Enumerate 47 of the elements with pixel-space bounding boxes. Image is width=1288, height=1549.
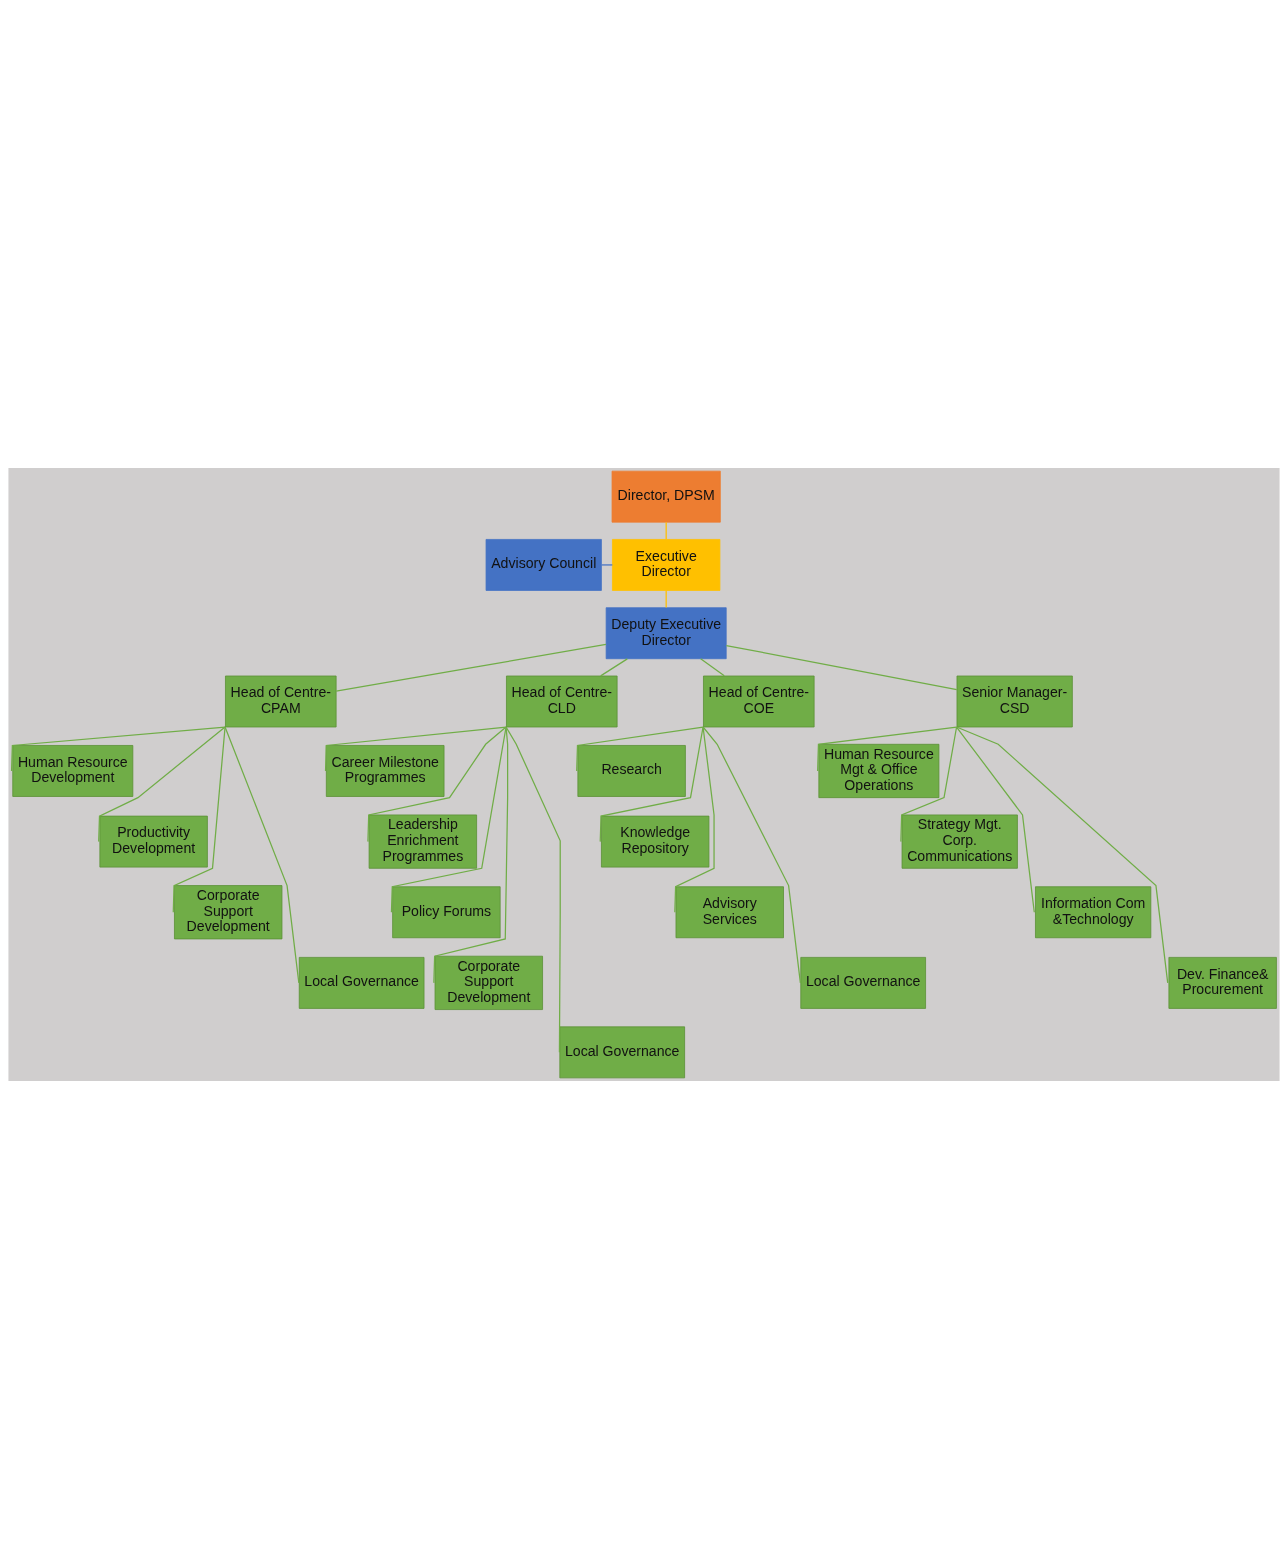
node-box: Advisory Council [485,539,602,591]
node-box: Executive Director [612,539,721,591]
connector [98,726,226,843]
connector [10,726,226,772]
node-box: Productivity Development [99,815,208,868]
connector [817,726,958,772]
connector [172,726,226,913]
node-box: Human Resource Development [12,745,134,797]
connector [702,726,801,984]
node-box: Local Governance [800,957,926,1009]
connector [955,726,1035,913]
connector [700,658,725,677]
connector [335,643,607,692]
node-box: Policy Forums [392,886,501,939]
connector [576,726,704,772]
connector [599,726,704,843]
node-box: Corporate Support Development [174,885,283,940]
node-box: Head of Centre- CPAM [225,675,337,728]
connector [601,564,613,566]
node-box: Advisory Services [675,886,784,939]
node-box: Leadership Enrichment Programmes [368,814,477,869]
connector [367,726,507,843]
connector [900,726,958,843]
connector [324,726,507,772]
node-box: Career Milestone Programmes [325,745,445,797]
node-box: Research [577,745,686,797]
connector [600,658,628,677]
connector [433,726,509,984]
connector [224,726,300,984]
node-box: Head of Centre- COE [703,675,815,728]
node-box: Dev. Finance& Procurement [1168,957,1277,1009]
connector [725,644,958,691]
node-box: Knowledge Repository [601,815,710,868]
node-box: Head of Centre- CLD [506,675,618,728]
node-box: Information Com &Technology [1035,886,1152,939]
node-box: Corporate Support Development [434,955,543,1010]
connector [955,726,1169,984]
node-box: Local Governance [559,1026,685,1079]
connector [390,726,507,913]
node-box: Strategy Mgt. Corp. Communications [901,814,1018,869]
node-box: Deputy Executive Director [605,607,727,660]
connector [505,726,561,1053]
node-box: Local Governance [298,957,425,1009]
node-box: Senior Manager- CSD [956,675,1073,728]
node-box: Human Resource Mgt & Office Operations [818,743,940,799]
connector [674,726,715,913]
node-box: Director, DPSM [611,470,721,523]
